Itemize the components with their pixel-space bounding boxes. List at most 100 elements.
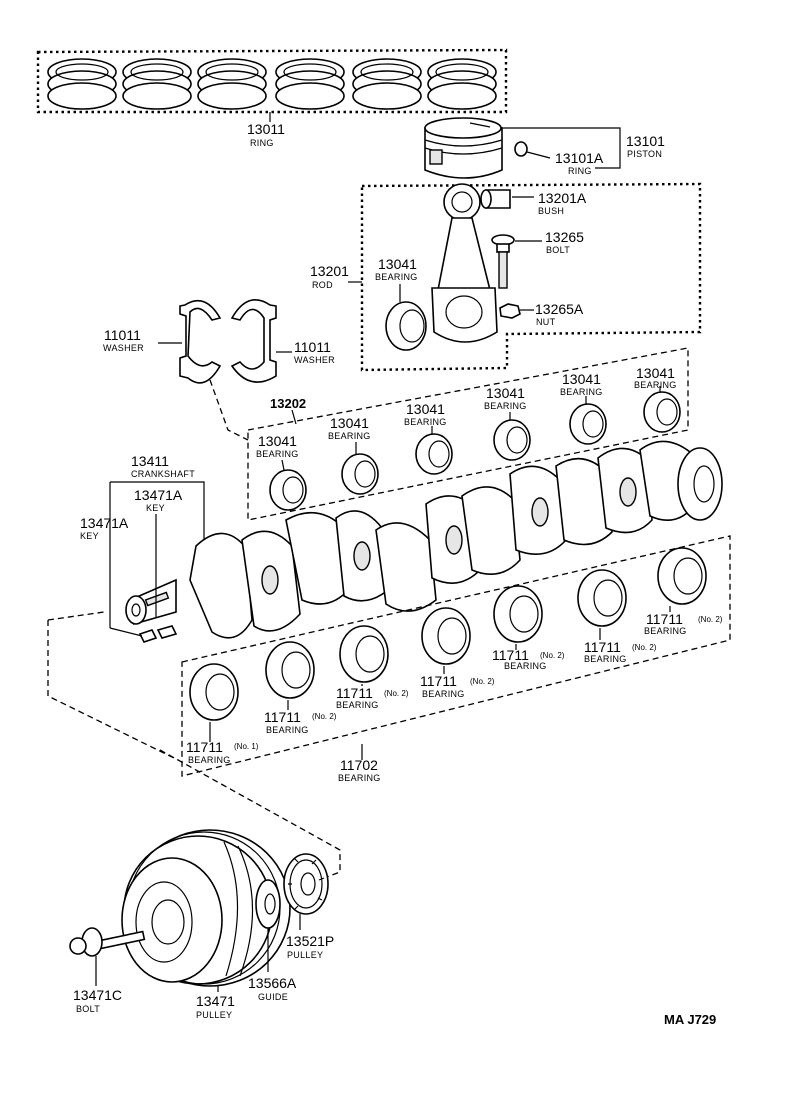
main-bearing-1: 11711 (No. 1) BEARING [186,663,259,765]
rod-bearing-2: 13041 BEARING [328,415,379,495]
piston-ring-clip [514,141,528,157]
key-a-name: KEY [146,503,165,513]
piston-name: PISTON [627,149,662,159]
crankshaft-name: CRANKSHAFT [131,469,195,479]
mb4-number: 11711 [420,673,457,689]
thrust-washers: 11011 WASHER 11011 WASHER [103,298,335,441]
washer-right [230,298,277,383]
connecting-rod-group: 13201A BUSH 13265 BOLT 13265A NUT 13041 … [310,182,702,372]
rod-bearing-5: 13041 BEARING [560,371,607,445]
piston-number: 13101 [626,133,665,149]
mb3-note: (No. 2) [384,689,409,698]
mb7-note: (No. 2) [698,615,723,624]
crank-pulley [121,829,291,987]
guide-number: 13566A [248,975,297,991]
mb1-note: (No. 1) [234,742,259,751]
rb5-name: BEARING [560,387,603,397]
rod-bolt-number: 13265 [545,229,584,245]
rod-bearing-name: BEARING [375,272,418,282]
mb6-note: (No. 2) [632,643,657,652]
piston: 13101A RING 13101 PISTON [424,117,665,179]
crank-pulley-number: 13471 [196,993,235,1009]
rod-bearing-6: 13041 BEARING [634,365,681,433]
piston-ring-group [47,58,497,110]
mb4-name: BEARING [422,689,465,699]
rb3-name: BEARING [404,417,447,427]
pulley-bolt-number: 13471C [73,987,122,1003]
rod-bolt [491,234,515,289]
mb2-name: BEARING [266,725,309,735]
main-bearing-4: 11711 (No. 2) BEARING [420,607,495,699]
rod-bearing-set-number: 13202 [270,396,306,411]
mb6-name: BEARING [584,654,627,664]
rb2-name: BEARING [328,431,371,441]
rod-bearing-number: 13041 [378,256,417,272]
rb2-number: 13041 [330,415,369,431]
crankshaft-keys [138,625,178,643]
rod-nut-name: NUT [536,317,556,327]
ring-set-name: RING [250,138,274,148]
main-bearing-set-number: 11702 [340,757,378,773]
rod-name: ROD [312,280,333,290]
washer-right-name: WASHER [294,355,335,365]
mb2-number: 11711 [264,709,301,725]
ring-set: 13011 RING [36,48,508,148]
rb6-name: BEARING [634,380,677,390]
mb5-note: (No. 2) [540,651,565,660]
ring-set-number: 13011 [247,121,285,137]
key-b-number: 13471A [80,515,129,531]
rod-bush [480,189,511,209]
pulley-bolt [69,927,146,957]
key-a-number: 13471A [134,487,183,503]
mb5-name: BEARING [504,661,547,671]
washer-left-name: WASHER [103,343,144,353]
mb4-note: (No. 2) [470,677,495,686]
crank-pulley-name: PULLEY [196,1010,232,1020]
mb7-name: BEARING [644,626,687,636]
rb6-number: 13041 [636,365,675,381]
rod-bearing-3: 13041 BEARING [404,401,453,475]
bush-name: BUSH [538,206,564,216]
piston-ring-name: RING [568,166,592,176]
washer-right-number: 11011 [294,339,331,355]
mb5-number: 11711 [492,647,529,663]
diagram-code: MA J729 [664,1012,716,1027]
crankshaft [125,440,723,639]
key-b-name: KEY [80,531,99,541]
main-bearing-3: 11711 (No. 2) BEARING [336,625,409,710]
rod-nut [499,303,521,319]
rod-bolt-name: BOLT [546,245,570,255]
guide-name: GUIDE [258,992,288,1002]
mb2-note: (No. 2) [312,712,337,721]
rod-bearing-set: 13202 13041 BEARING 13041 BEARING 13041 … [247,347,689,521]
mb3-name: BEARING [336,700,379,710]
front-pulley-assembly: 13471C BOLT 13471 PULLEY 13566A GUIDE 13… [69,749,341,1020]
rod-number: 13201 [310,263,349,279]
bush-number: 13201A [538,190,587,206]
timing-pulley-number: 13521P [286,933,334,949]
mb1-number: 11711 [186,739,223,755]
guide-plate [255,879,281,929]
timing-pulley [283,853,329,915]
main-bearing-5: 11711 (No. 2) BEARING [492,585,565,671]
main-bearing-7: 11711 (No. 2) BEARING [644,547,723,636]
main-bearing-set-name: BEARING [338,773,381,783]
rb3-number: 13041 [406,401,445,417]
main-bearing-2: 11711 (No. 2) BEARING [264,641,337,735]
main-bearing-set: 11711 (No. 1) BEARING 11711 (No. 2) BEAR… [47,535,731,783]
timing-pulley-name: PULLEY [287,950,323,960]
main-bearing-6: 11711 (No. 2) BEARING [577,569,657,664]
mb3-number: 11711 [336,685,373,701]
rod-bearing-1: 13041 BEARING [256,433,307,511]
rod-bearing-4: 13041 BEARING [484,385,531,461]
rod-bearing [385,301,427,351]
mb1-name: BEARING [188,755,231,765]
rb5-number: 13041 [562,371,601,387]
crankshaft-number: 13411 [131,453,169,469]
rod-nut-number: 13265A [535,301,584,317]
connecting-rod [431,183,498,343]
rb1-number: 13041 [258,433,297,449]
washer-left [179,299,222,384]
pulley-bolt-name: BOLT [76,1004,100,1014]
